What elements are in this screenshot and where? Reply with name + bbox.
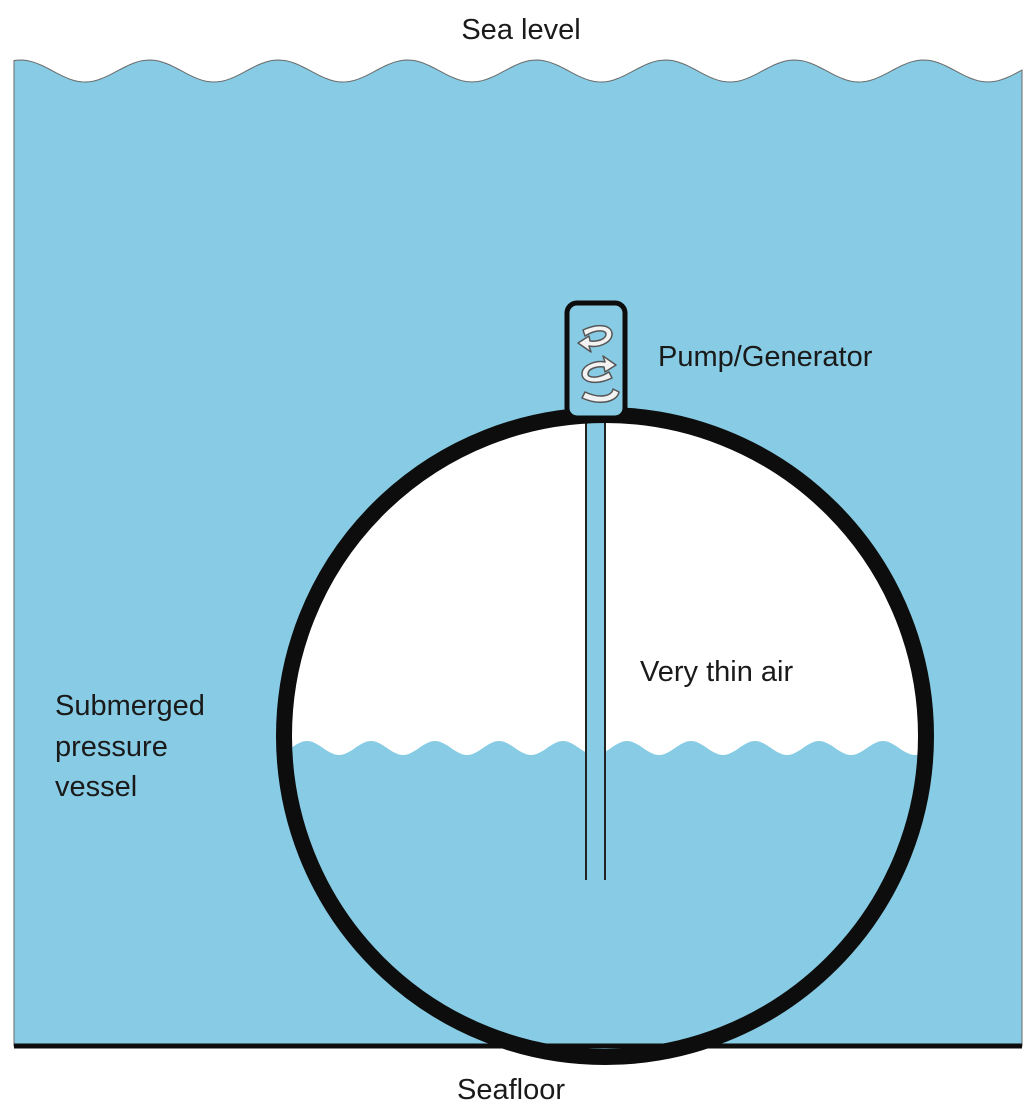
sea-level-label: Sea level [461, 14, 580, 46]
vessel-inner-water [284, 741, 926, 1057]
vessel-label-line1: Submerged [55, 690, 205, 722]
vessel-label-line3: vessel [55, 771, 137, 803]
pump-generator-unit [564, 300, 628, 421]
vessel-label-line2: pressure [55, 731, 168, 763]
pump-generator-label: Pump/Generator [658, 341, 873, 373]
thin-air-label: Very thin air [640, 656, 793, 688]
rotation-arrows-icon [577, 324, 620, 404]
seafloor-label: Seafloor [457, 1074, 565, 1106]
pipe [586, 420, 605, 880]
